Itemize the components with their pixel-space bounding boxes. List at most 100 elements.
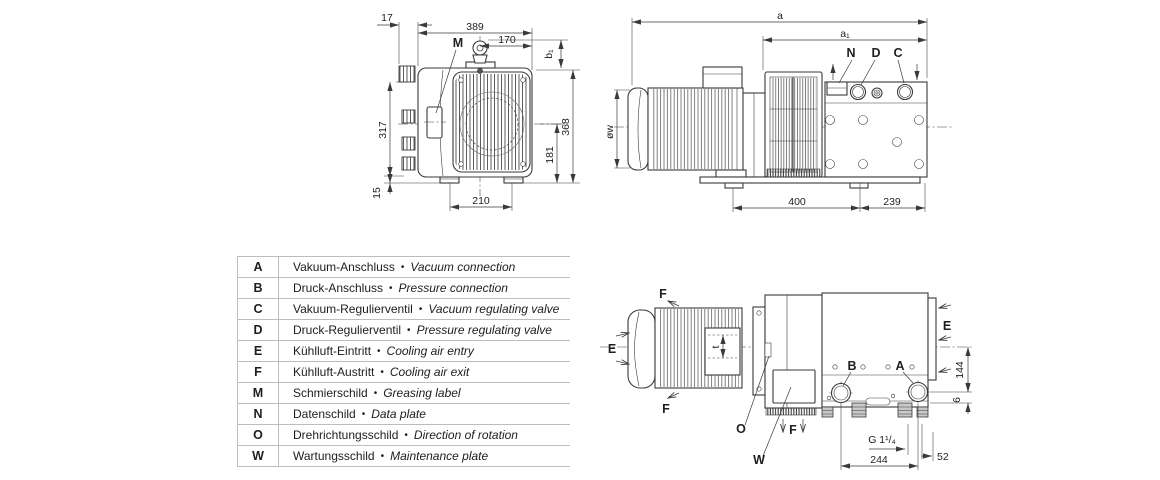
label-b: B bbox=[847, 359, 856, 373]
motor-flange bbox=[752, 306, 766, 396]
dim-g: G 1¹/₄ bbox=[868, 434, 896, 446]
dim-239: 239 bbox=[883, 196, 901, 208]
legend-en: Vacuum connection bbox=[410, 260, 516, 274]
port-inner bbox=[875, 91, 879, 95]
motor-fins bbox=[652, 89, 734, 169]
legend-table: A Vakuum-Anschluss•Vacuum connection B D… bbox=[237, 256, 570, 467]
legend-row: N Datenschild•Data plate bbox=[237, 403, 570, 425]
rotation-plate bbox=[764, 342, 772, 358]
dim-181: 181 bbox=[544, 146, 556, 164]
e-left-arrow bbox=[615, 333, 629, 336]
cowl-screw bbox=[520, 161, 526, 167]
label-e-left: E bbox=[608, 342, 616, 356]
label-o: O bbox=[736, 422, 746, 436]
f-top-arrow bbox=[668, 301, 680, 306]
block-bolts bbox=[826, 364, 915, 401]
flange-bolt bbox=[756, 310, 762, 316]
cowl-screw bbox=[520, 77, 526, 83]
vacuum-port-a bbox=[906, 380, 930, 404]
bullet: • bbox=[407, 325, 411, 336]
legend-key: M bbox=[237, 382, 279, 404]
legend-key: B bbox=[237, 277, 279, 299]
dim-389: 389 bbox=[466, 21, 484, 33]
label-b-leader bbox=[842, 371, 852, 387]
legend-desc: Wartungsschild•Maintenance plate bbox=[278, 445, 570, 467]
dim-a1: a₁ bbox=[840, 28, 850, 40]
side-view: N D C a a₁ øw 400 239 bbox=[604, 10, 952, 212]
legend-key: A bbox=[237, 256, 279, 278]
legend-key: D bbox=[237, 319, 279, 341]
legend-key: E bbox=[237, 340, 279, 362]
legend-row: F Kühlluft-Austritt•Cooling air exit bbox=[237, 361, 570, 383]
legend-en: Direction of rotation bbox=[413, 428, 518, 442]
label-c-leader bbox=[897, 59, 905, 84]
dim-ow: øw bbox=[604, 125, 616, 139]
legend-de: Datenschild bbox=[293, 407, 356, 421]
bullet: • bbox=[377, 346, 381, 357]
terminal-box bbox=[702, 66, 743, 89]
legend-de: Druck-Anschluss bbox=[293, 281, 384, 295]
bullet: • bbox=[380, 367, 384, 378]
dim-17: 17 bbox=[381, 12, 393, 24]
motor-end-cap bbox=[627, 309, 656, 389]
label-f-exit: F bbox=[789, 423, 797, 437]
legend-key: W bbox=[237, 445, 279, 467]
bullet: • bbox=[389, 283, 393, 294]
legend-row: M Schmierschild•Greasing label bbox=[237, 382, 570, 404]
bullet: • bbox=[373, 388, 378, 399]
legend-en: Data plate bbox=[371, 407, 426, 421]
foot-right bbox=[503, 176, 524, 184]
base-plate bbox=[699, 176, 921, 184]
base-foot bbox=[849, 182, 869, 189]
legend-desc: Drehrichtungsschild • Direction of rotatio… bbox=[278, 424, 570, 446]
legend-desc: Druck-Regulierventil•Pressure regulating… bbox=[278, 319, 570, 341]
label-a-leader bbox=[902, 371, 914, 384]
legend-de: Druck-Regulierventil bbox=[293, 323, 402, 337]
label-n-leader bbox=[838, 59, 853, 84]
cowl-screw bbox=[458, 161, 464, 167]
legend-row: A Vakuum-Anschluss•Vacuum connection bbox=[237, 256, 570, 278]
dim-144: 144 bbox=[954, 361, 966, 379]
dim-a: a bbox=[777, 10, 783, 22]
dim-317: 317 bbox=[377, 121, 389, 139]
legend-row: D Druck-Regulierventil•Pressure regulati… bbox=[237, 319, 570, 341]
legend-en: Cooling air entry bbox=[386, 344, 474, 358]
e-left-arrow bbox=[615, 361, 629, 364]
label-d-leader bbox=[860, 59, 876, 86]
legend-de: Drehrichtungsschild bbox=[293, 428, 399, 442]
dim-244: 244 bbox=[870, 454, 888, 466]
block-bolts bbox=[825, 115, 924, 169]
legend-de: Vakuum-Regulierventil bbox=[293, 302, 413, 316]
legend-row: E Kühlluft-Eintritt•Cooling air entry bbox=[237, 340, 570, 362]
cap-contour bbox=[634, 311, 640, 387]
lifting-eye bbox=[465, 40, 496, 74]
side-plug bbox=[401, 156, 416, 171]
dim-52: 52 bbox=[937, 451, 949, 463]
cooling-fins bbox=[765, 407, 817, 416]
maintenance-plate bbox=[772, 369, 816, 404]
e-right-arrow bbox=[939, 369, 952, 372]
bullet: • bbox=[380, 451, 385, 462]
legend-key: O bbox=[237, 424, 279, 446]
legend-desc: Schmierschild•Greasing label bbox=[278, 382, 570, 404]
data-plate bbox=[826, 81, 848, 96]
legend-desc: Kühlluft-Eintritt•Cooling air entry bbox=[278, 340, 570, 362]
legend-key: C bbox=[237, 298, 279, 320]
label-c: C bbox=[893, 46, 902, 60]
port-inner bbox=[873, 89, 881, 97]
ext-52 bbox=[917, 404, 934, 470]
label-d: D bbox=[871, 46, 880, 60]
bullet: • bbox=[404, 430, 408, 441]
dim-368: 368 bbox=[560, 118, 572, 136]
label-a: A bbox=[895, 359, 904, 373]
legend-key: F bbox=[237, 361, 279, 383]
cowl-screw bbox=[458, 77, 464, 83]
ext-a bbox=[631, 18, 928, 85]
cap-contour bbox=[637, 89, 642, 169]
label-f-top: F bbox=[659, 287, 667, 301]
legend-de: Schmierschild bbox=[293, 386, 368, 400]
label-f-bottom: F bbox=[662, 402, 670, 416]
port-inner bbox=[852, 86, 864, 98]
legend-en: Pressure connection bbox=[398, 281, 508, 295]
